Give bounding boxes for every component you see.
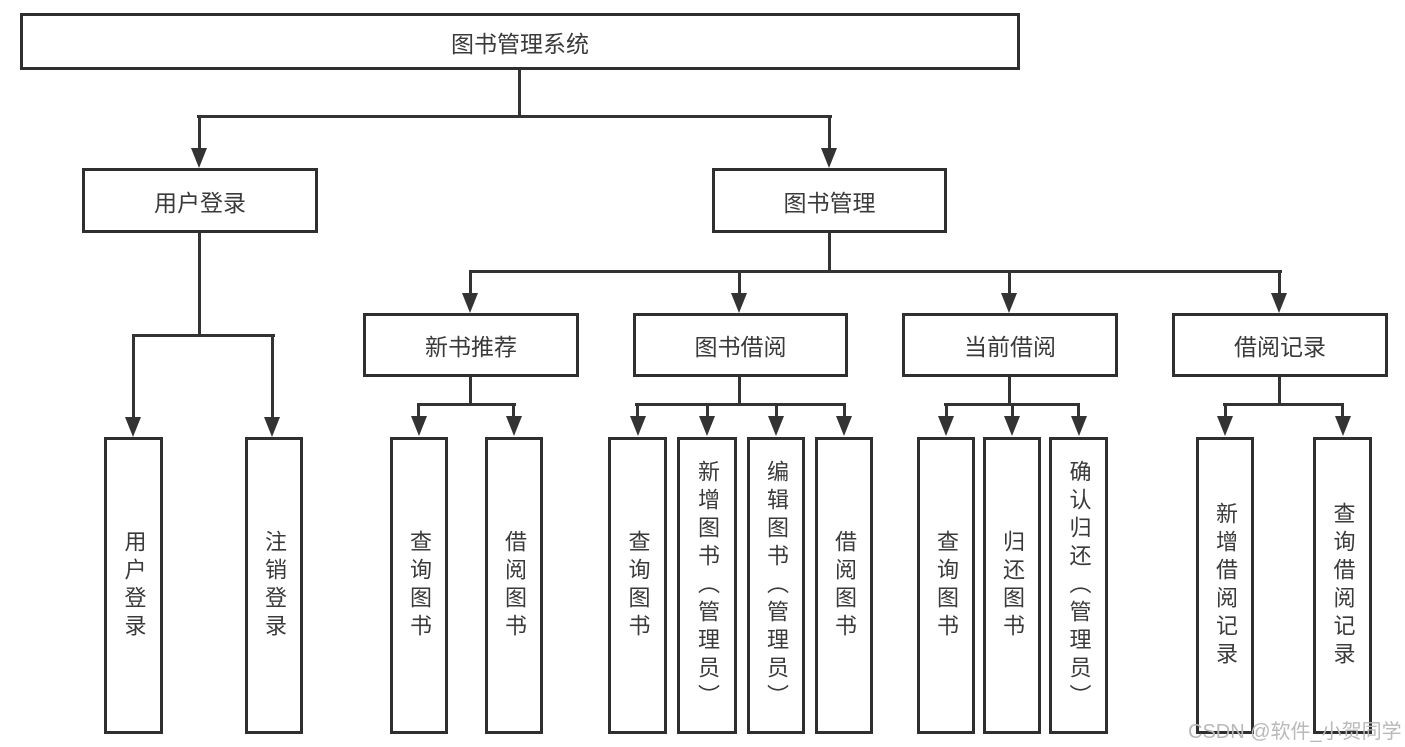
connector-vertical bbox=[198, 115, 201, 150]
leaf-confirm-return-admin-label: 确认归还（管理员） bbox=[1066, 459, 1092, 712]
node-current-borrowing-label: 当前借阅 bbox=[964, 334, 1056, 360]
leaf-add-books-admin-label: 新增图书（管理员） bbox=[695, 459, 720, 712]
connector-vertical bbox=[469, 375, 472, 405]
node-book-management-label: 图书管理 bbox=[783, 189, 876, 216]
connector-vertical bbox=[636, 403, 639, 418]
leaf-add-books-admin: 新增图书（管理员） bbox=[677, 437, 737, 734]
leaf-return-books: 归还图书 bbox=[983, 437, 1041, 734]
connector-vertical bbox=[1341, 403, 1344, 418]
leaf-add-borrow-record-label: 新增借阅记录 bbox=[1213, 501, 1238, 670]
node-user-login: 用户登录 bbox=[82, 168, 318, 233]
node-new-book-recommend: 新书推荐 bbox=[363, 313, 579, 377]
connector-vertical bbox=[706, 403, 709, 418]
connector-vertical bbox=[775, 403, 778, 418]
arrow-down-icon bbox=[768, 416, 784, 436]
node-book-management: 图书管理 bbox=[712, 168, 947, 233]
leaf-borrow-books: 借阅图书 bbox=[815, 437, 873, 734]
node-root: 图书管理系统 bbox=[20, 13, 1020, 70]
node-current-borrowing: 当前借阅 bbox=[902, 313, 1118, 377]
leaf-confirm-return-admin: 确认归还（管理员） bbox=[1049, 437, 1108, 734]
arrow-down-icon bbox=[1335, 416, 1351, 436]
connector-vertical bbox=[1008, 270, 1011, 295]
leaf-logout: 注销登录 bbox=[245, 437, 303, 734]
connector-horizontal bbox=[1223, 403, 1344, 406]
leaf-query-borrow-record-label: 查询借阅记录 bbox=[1330, 501, 1356, 670]
node-book-borrowing: 图书借阅 bbox=[633, 313, 848, 377]
arrow-down-icon bbox=[411, 416, 427, 436]
connector-vertical bbox=[271, 334, 274, 418]
arrow-down-icon bbox=[630, 416, 646, 436]
connector-vertical bbox=[417, 403, 420, 418]
leaf-borrow-books-recommend-label: 借阅图书 bbox=[502, 529, 527, 642]
leaf-user-login-label: 用户登录 bbox=[121, 529, 147, 642]
connector-vertical bbox=[828, 231, 831, 272]
connector-vertical bbox=[945, 403, 948, 418]
leaf-query-books-borrowing: 查询图书 bbox=[608, 437, 667, 734]
leaf-borrow-books-recommend: 借阅图书 bbox=[485, 437, 543, 734]
node-root-label: 图书管理系统 bbox=[451, 30, 589, 57]
connector-vertical bbox=[828, 115, 831, 150]
arrow-down-icon bbox=[264, 417, 280, 437]
leaf-query-books-borrowing-label: 查询图书 bbox=[625, 529, 651, 642]
leaf-add-borrow-record: 新增借阅记录 bbox=[1196, 437, 1254, 734]
arrow-down-icon bbox=[125, 417, 141, 437]
arrow-down-icon bbox=[821, 148, 837, 168]
connector-horizontal bbox=[635, 403, 846, 406]
connector-vertical bbox=[198, 231, 201, 337]
connector-vertical bbox=[1224, 403, 1227, 418]
arrow-down-icon bbox=[1004, 416, 1020, 436]
leaf-query-books-recommend-label: 查询图书 bbox=[407, 529, 432, 642]
leaf-user-login: 用户登录 bbox=[104, 437, 163, 734]
connector-vertical bbox=[469, 270, 472, 295]
leaf-query-borrow-record: 查询借阅记录 bbox=[1313, 437, 1372, 734]
connector-horizontal bbox=[197, 115, 832, 118]
connector-horizontal bbox=[132, 334, 275, 337]
leaf-logout-label: 注销登录 bbox=[262, 529, 287, 642]
arrow-down-icon bbox=[938, 416, 954, 436]
leaf-borrow-books-label: 借阅图书 bbox=[832, 529, 857, 642]
node-book-borrowing-label: 图书借阅 bbox=[694, 334, 787, 360]
connector-vertical bbox=[1011, 403, 1014, 418]
connector-vertical bbox=[1278, 270, 1281, 295]
node-user-login-label: 用户登录 bbox=[154, 189, 246, 216]
leaf-return-books-label: 归还图书 bbox=[1000, 529, 1025, 642]
arrow-down-icon bbox=[731, 293, 747, 313]
node-borrowing-records-label: 借阅记录 bbox=[1234, 334, 1326, 360]
connector-horizontal bbox=[469, 270, 1282, 273]
connector-vertical bbox=[512, 403, 515, 418]
connector-vertical bbox=[738, 270, 741, 295]
leaf-query-books-current-label: 查询图书 bbox=[934, 529, 959, 642]
arrow-down-icon bbox=[462, 293, 478, 313]
connector-vertical bbox=[738, 375, 741, 405]
arrow-down-icon bbox=[1071, 416, 1087, 436]
leaf-edit-books-admin: 编辑图书（管理员） bbox=[747, 437, 805, 734]
leaf-edit-books-admin-label: 编辑图书（管理员） bbox=[764, 459, 789, 712]
node-new-book-recommend-label: 新书推荐 bbox=[425, 334, 517, 360]
connector-vertical bbox=[1077, 403, 1080, 418]
arrow-down-icon bbox=[699, 416, 715, 436]
arrow-down-icon bbox=[1271, 293, 1287, 313]
leaf-query-books-current: 查询图书 bbox=[917, 437, 975, 734]
node-borrowing-records: 借阅记录 bbox=[1172, 313, 1388, 377]
connector-vertical bbox=[1278, 375, 1281, 405]
leaf-query-books-recommend: 查询图书 bbox=[390, 437, 448, 734]
connector-vertical bbox=[132, 334, 135, 418]
connector-vertical bbox=[1008, 375, 1011, 405]
arrow-down-icon bbox=[1217, 416, 1233, 436]
arrow-down-icon bbox=[1001, 293, 1017, 313]
connector-vertical bbox=[843, 403, 846, 418]
connector-horizontal bbox=[417, 403, 516, 406]
connector-vertical bbox=[518, 69, 521, 117]
watermark: CSDN @软件_小贺同学 bbox=[1188, 721, 1402, 743]
arrow-down-icon bbox=[836, 416, 852, 436]
arrow-down-icon bbox=[191, 148, 207, 168]
arrow-down-icon bbox=[506, 416, 522, 436]
